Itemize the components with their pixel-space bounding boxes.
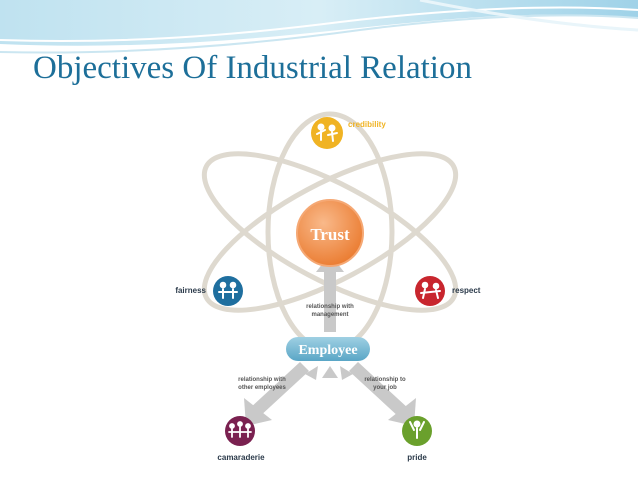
credibility-label: credibility (348, 120, 386, 129)
fairness-label: fairness (175, 286, 206, 295)
camaraderie-node: camaraderie (217, 416, 265, 462)
slide-title: Objectives Of Industrial Relation (33, 50, 472, 86)
relationship-labels: relationship with management relationshi… (238, 304, 406, 391)
pride-node: pride (402, 416, 432, 462)
employees-rel-line2: other employees (238, 385, 286, 391)
pride-label: pride (407, 453, 427, 462)
management-rel-line1: relationship with (306, 304, 354, 310)
credibility-icon (311, 117, 343, 149)
job-rel-line1: relationship to (364, 377, 406, 383)
camaraderie-label: camaraderie (217, 453, 265, 462)
trust-label: Trust (310, 225, 350, 244)
management-rel-line2: management (311, 312, 348, 318)
header-wave-decoration (0, 0, 638, 54)
employee-node: Employee (286, 337, 370, 361)
respect-node: respect (415, 276, 481, 306)
employee-label: Employee (298, 343, 357, 358)
job-rel-line2: your job (373, 385, 397, 391)
employees-rel-line1: relationship with (238, 377, 286, 383)
fairness-node: fairness (175, 276, 243, 306)
respect-label: respect (452, 286, 481, 295)
trust-node: Trust (296, 199, 364, 267)
credibility-node: credibility (311, 117, 386, 149)
